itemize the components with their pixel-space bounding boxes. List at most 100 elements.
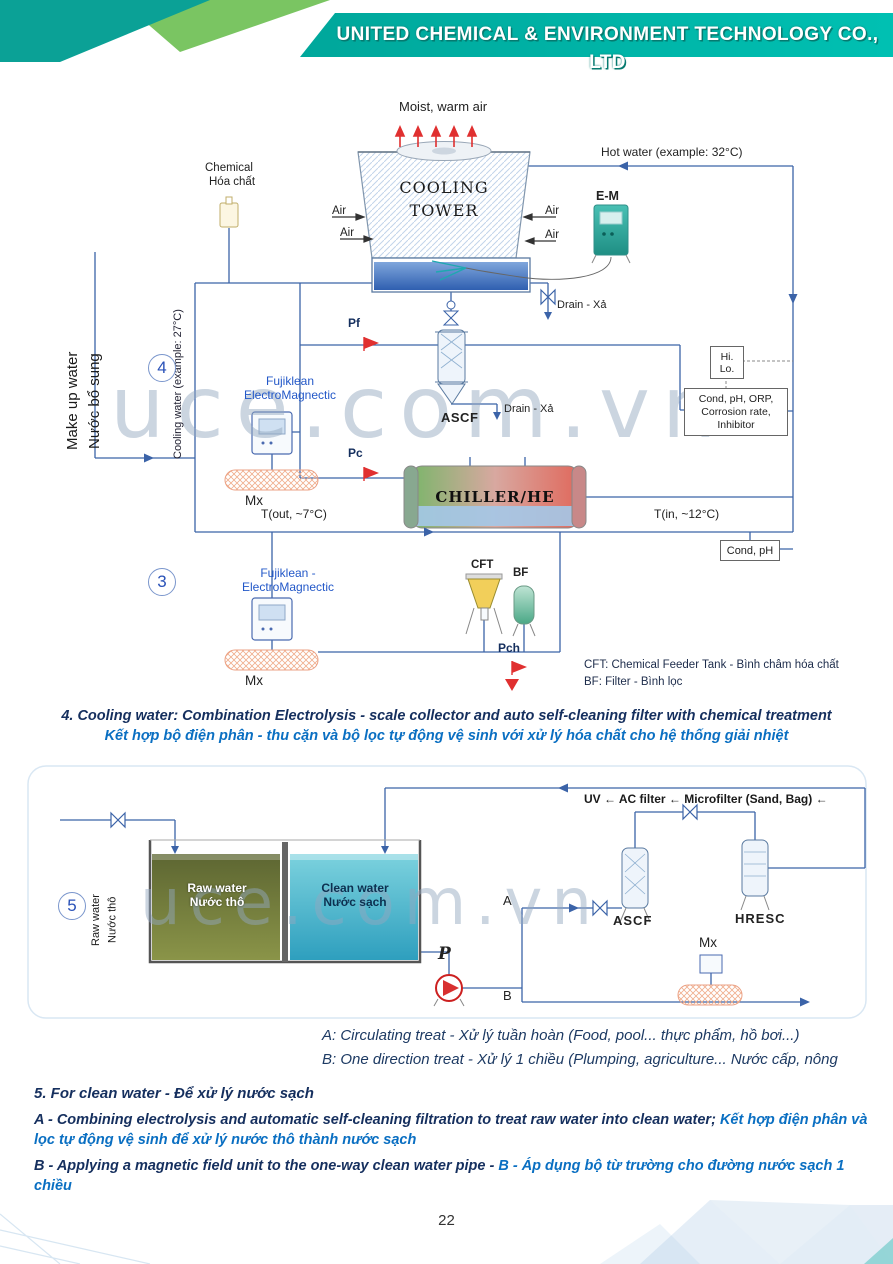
d5-flow-arrows (171, 783, 810, 1007)
cooling-water-text: Cooling water (example: 27°C) (172, 309, 184, 459)
air-label-1: Air (332, 205, 347, 217)
b-point-label: B (503, 988, 512, 1003)
header-title-band (300, 13, 893, 57)
bf-label: BF (513, 567, 529, 579)
caption-4-vi: Kết hợp bộ điện phân - thu cặn và bộ lọc… (104, 728, 789, 744)
d5-pipes (60, 787, 866, 1003)
cft-tank (465, 573, 503, 635)
raw-water-side-en: Raw water (90, 894, 102, 946)
header-decoration (0, 0, 893, 62)
ascf-filter (435, 300, 468, 405)
mx-label-1: Mx (245, 493, 263, 508)
section5-a-vi: Kết hợp điện phân và lọc tự động vệ sinh… (34, 1112, 868, 1148)
pump-label: P (438, 944, 451, 964)
em-unit (465, 204, 631, 280)
ascf-label: ASCF (441, 410, 479, 425)
header-teal-shape (0, 0, 210, 62)
raw-water-tank-label: Raw water Nước thô (158, 881, 276, 910)
cooling-tower (357, 141, 531, 293)
chemical-label-vi: Hóa chất (209, 176, 256, 188)
ascf-filter-2 (619, 847, 651, 923)
company-title: UNITED CHEMICAL & ENVIRONMENT TECHNOLOGY… (336, 24, 879, 73)
basin-water (374, 262, 528, 290)
clean-water-tank-label: Clean water Nước sạch (296, 881, 414, 910)
page-number: 22 (438, 1212, 455, 1229)
air-arrows (332, 213, 556, 245)
monitor-box: Cond, pH, ORP, Corrosion rate, Inhibitor (684, 388, 788, 436)
fujiklean2-line2: ElectroMagnectic (241, 580, 335, 594)
monitor-text: Cond, pH, ORP, Corrosion rate, Inhibitor (698, 392, 774, 431)
makeup-water-vi: Nước bổ sung (85, 353, 103, 449)
hot-water-label: Hot water (example: 32°C) (601, 145, 743, 159)
two-cell-tank (148, 839, 422, 964)
clean-tank-vi: Nước sạch (323, 894, 387, 909)
hresc-filter (740, 839, 770, 911)
section5-b-en: B - Applying a magnetic field unit to th… (34, 1158, 495, 1174)
air-label-4: Air (545, 229, 560, 241)
chemical-label-en: Chemical (205, 162, 253, 174)
drain-label-1: Drain - Xả (557, 299, 607, 311)
moist-air-label: Moist, warm air (399, 99, 488, 114)
raw-water-side-vi: Nước thô (106, 896, 119, 944)
d4-flow-arrows (144, 161, 798, 537)
mx-mesh-3 (677, 984, 743, 1006)
hi-label: Hi. (720, 350, 734, 363)
hresc-label: HRESC (735, 911, 786, 926)
pf-label: Pf (348, 316, 360, 330)
pc-label: Pc (348, 446, 363, 460)
drain-label-2: Drain - Xả (504, 403, 554, 415)
t-out-label: T(out, ~7°C) (261, 507, 327, 521)
diagram5-frame (27, 765, 867, 1019)
chiller-label: CHILLER/HE (435, 488, 555, 506)
t-in-label: T(in, ~12°C) (654, 507, 720, 521)
electro-unit-2 (224, 597, 319, 671)
air-label-2: Air (340, 227, 355, 239)
em-cable (465, 256, 612, 280)
clean-water-cell (290, 854, 418, 960)
raw-tank-en: Raw water (187, 881, 247, 895)
clean-tank-en: Clean water (321, 881, 389, 895)
tank-divider-wall (282, 842, 288, 962)
section5-title: 5. For clean water - Để xử lý nước sạch (34, 1085, 314, 1102)
raw-water-cell (152, 854, 280, 960)
mx-label-2: Mx (245, 673, 263, 688)
pch-label: Pch (498, 641, 521, 655)
caption-4-en: 4. Cooling water: Combination Electrolys… (61, 708, 832, 724)
electro-unit-1 (224, 411, 319, 491)
mx-mesh-1 (224, 469, 319, 491)
a-point-label: A (503, 893, 512, 908)
section5-a-en: A - Combining electrolysis and automatic… (34, 1112, 716, 1128)
diagram-number-3: 3 (148, 568, 176, 596)
caption-a: A: Circulating treat - Xử lý tuần hoàn (… (322, 1027, 800, 1044)
air-label-3: Air (545, 205, 560, 217)
cft-label: CFT (471, 559, 494, 571)
cooling-water-label: Cooling water (example: 27°C) (172, 294, 184, 474)
header: UNITED CHEMICAL & ENVIRONMENT TECHNOLOGY… (0, 0, 893, 73)
fujiklean1-line2: ElectroMagnectic (243, 388, 337, 402)
caption-b: B: One direction treat - Xử lý 1 chiều (… (322, 1051, 838, 1068)
moist-air-arrows (394, 125, 478, 147)
page-bottom-decoration (0, 1200, 893, 1264)
makeup-water-en: Make up water (64, 351, 81, 451)
diagram-number-4: 4 (148, 354, 176, 382)
makeup-water-label: Make up water Nước bổ sung (62, 326, 106, 476)
chemical-bottle (219, 196, 239, 228)
cooling-tower-label: COOLING TOWER (399, 178, 489, 220)
mx-unit-3 (677, 954, 743, 1006)
cond-ph-box: Cond, pH (720, 540, 780, 561)
em-label: E-M (596, 189, 619, 203)
mx-mesh-2 (224, 649, 319, 671)
chiller-vessel (403, 465, 587, 529)
raw-tank-vi: Nước thô (189, 894, 245, 909)
lo-label: Lo. (719, 362, 735, 375)
pump-flags (363, 337, 527, 691)
pump (433, 974, 465, 1007)
fujiklean1-line1: Fujiklean (265, 374, 315, 388)
section5-b-vi: B - Áp dụng bộ từ trường cho đường nước … (34, 1158, 845, 1194)
spray-nozzle (431, 260, 467, 281)
cond-ph-text: Cond, pH (726, 544, 774, 557)
d4-valves (540, 288, 556, 306)
fujiklean2-line1: Fujiklean - (260, 566, 316, 580)
